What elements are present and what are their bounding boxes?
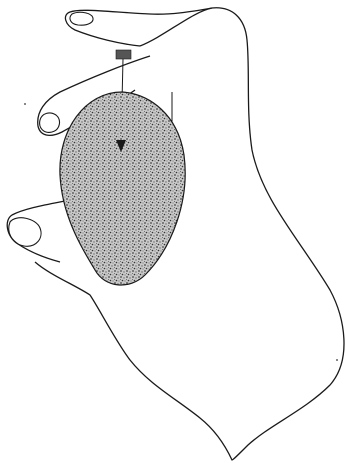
lower-finger: [7, 200, 70, 262]
string-knot: [116, 50, 131, 59]
stray-dot: [24, 103, 26, 105]
stone: [60, 92, 185, 285]
index-fingernail: [70, 12, 93, 25]
lower-fingernail: [9, 218, 41, 247]
stray-dot: [336, 359, 338, 361]
thumbnail: [40, 113, 60, 132]
